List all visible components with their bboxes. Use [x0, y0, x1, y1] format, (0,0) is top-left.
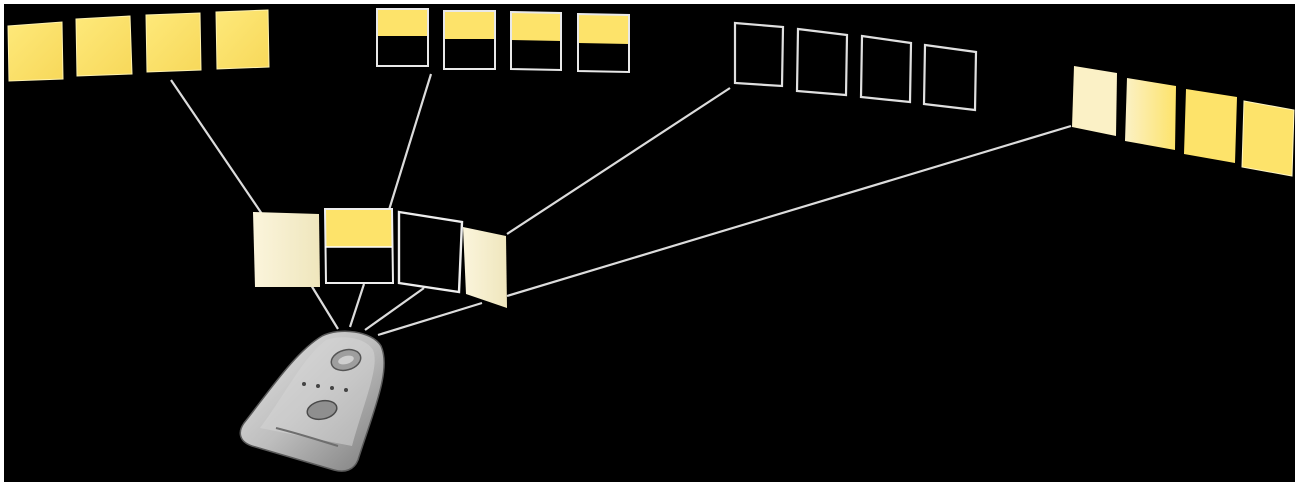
group-fading: [1072, 66, 1294, 176]
panel-fade-1: [1072, 66, 1117, 136]
panel-empty-4: [924, 45, 976, 110]
connector-line-group-2: [389, 74, 431, 210]
panel-full-2: [76, 16, 132, 76]
panel-empty-2: [797, 29, 847, 95]
connector-line-group-1: [171, 80, 262, 214]
connector-line-hub-4: [378, 303, 482, 335]
panel-fade-4: [1242, 101, 1294, 176]
remote-control-device-icon: [240, 331, 384, 471]
panel-full-4: [216, 10, 269, 69]
panel-half-3: [511, 12, 561, 70]
diagram-svg: [4, 4, 1295, 482]
connector-line-hub-2: [350, 284, 364, 327]
center-panel-half: [325, 209, 393, 283]
connector-lines: [171, 74, 1071, 335]
group-full-yellow: [8, 10, 269, 81]
panel-empty-3: [861, 36, 911, 102]
diagram-scene: [4, 4, 1295, 482]
group-half-yellow: [377, 9, 629, 72]
connector-line-hub-1: [311, 285, 338, 329]
center-panel-full: [253, 212, 320, 287]
panel-full-1: [8, 22, 63, 81]
connector-line-group-4: [507, 126, 1071, 296]
panel-half-4: [578, 14, 629, 72]
group-empty: [735, 23, 976, 110]
panel-full-3: [146, 13, 201, 72]
panel-empty-1: [735, 23, 783, 86]
center-panels: [253, 209, 507, 308]
panel-fade-3: [1184, 89, 1237, 163]
center-panel-pale: [463, 227, 507, 308]
panel-half-2: [444, 11, 495, 69]
panel-fade-2: [1125, 78, 1176, 150]
center-panel-empty: [399, 212, 462, 292]
panel-half-1: [377, 9, 428, 66]
connector-line-group-3: [507, 88, 730, 234]
